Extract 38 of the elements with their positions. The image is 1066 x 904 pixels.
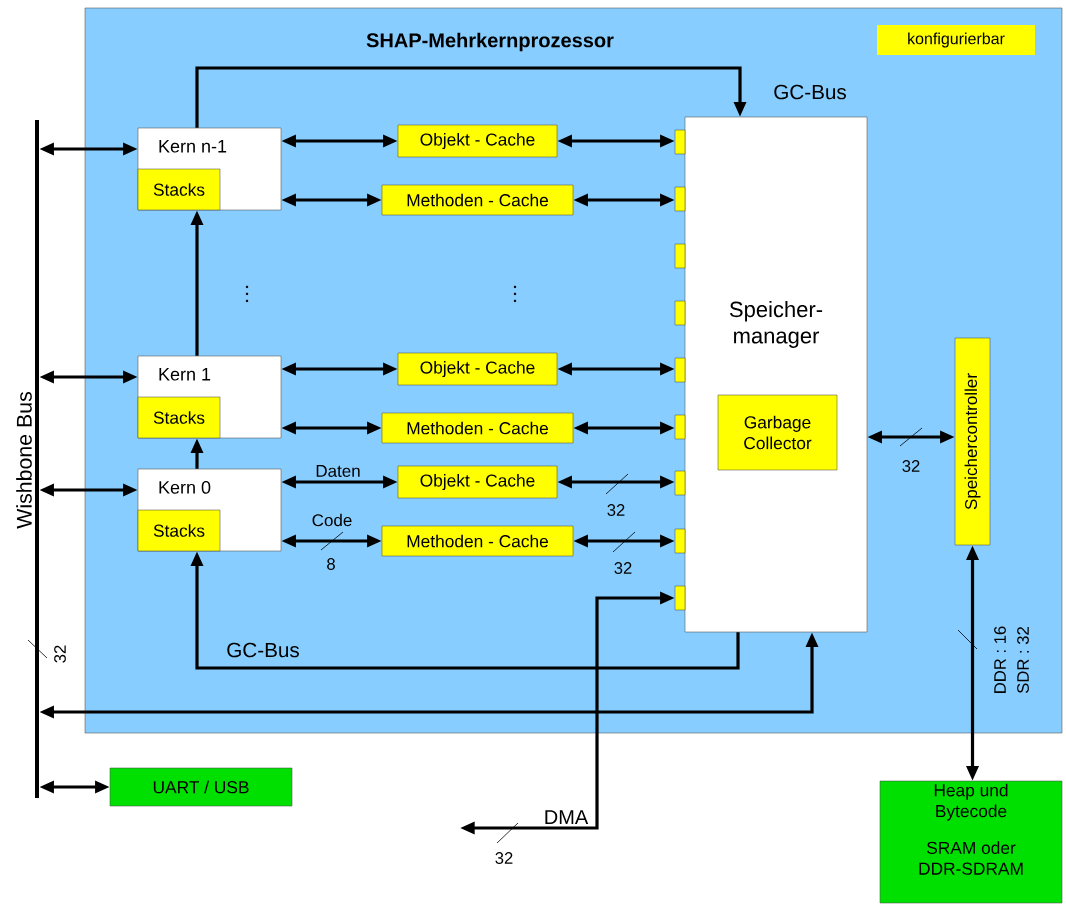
bus-width-label: SDR : 32 — [1017, 627, 1029, 694]
garbage-collector-box: Garbage Collector — [717, 394, 838, 471]
cache-box: Objekt - Cache — [397, 465, 558, 499]
port-box — [674, 470, 686, 496]
bus-width-label: 32 — [902, 460, 920, 472]
stacks-box: Stacks — [137, 396, 221, 439]
port-box — [674, 129, 686, 155]
port-box — [674, 528, 686, 554]
bus-line: Wishbone Bus — [16, 120, 39, 798]
port-box — [674, 414, 686, 440]
port-box — [674, 300, 686, 326]
controller-box: Speichercontroller — [954, 337, 991, 546]
bus-width-label: 32 — [495, 852, 513, 864]
cache-box: Objekt - Cache — [397, 124, 558, 158]
cache-box: Methoden - Cache — [381, 412, 574, 444]
edge-label: GC-Bus — [771, 83, 849, 101]
bus-width-label: 32 — [614, 562, 632, 574]
bus-width-label: 32 — [54, 645, 66, 663]
uart-box: UART / USB — [109, 767, 293, 807]
edge-label: DMA — [542, 808, 590, 826]
legend-item: konfigurierbar — [877, 25, 1035, 55]
diagram-title: SHAP-Mehrkernprozessor — [366, 32, 614, 52]
cache-box: Methoden - Cache — [381, 525, 574, 557]
arrow — [195, 66, 747, 128]
bus-width-label: 32 — [607, 504, 625, 516]
memory-box: Heap und Bytecode SRAM oder DDR-SDRAM — [879, 780, 1063, 904]
bus-width-label: 8 — [327, 558, 335, 570]
cache-box: Methoden - Cache — [381, 184, 574, 216]
stacks-box: Stacks — [137, 509, 221, 552]
port-box — [674, 357, 686, 383]
port-box — [674, 585, 686, 611]
bus-width-label: DDR : 16 — [994, 626, 1006, 693]
stacks-box: Stacks — [137, 168, 221, 211]
port-box — [674, 186, 686, 212]
cache-box: Objekt - Cache — [397, 352, 558, 386]
port-box — [674, 243, 686, 269]
edge-label: GC-Bus — [224, 641, 302, 659]
edge-label: Code — [310, 512, 354, 528]
